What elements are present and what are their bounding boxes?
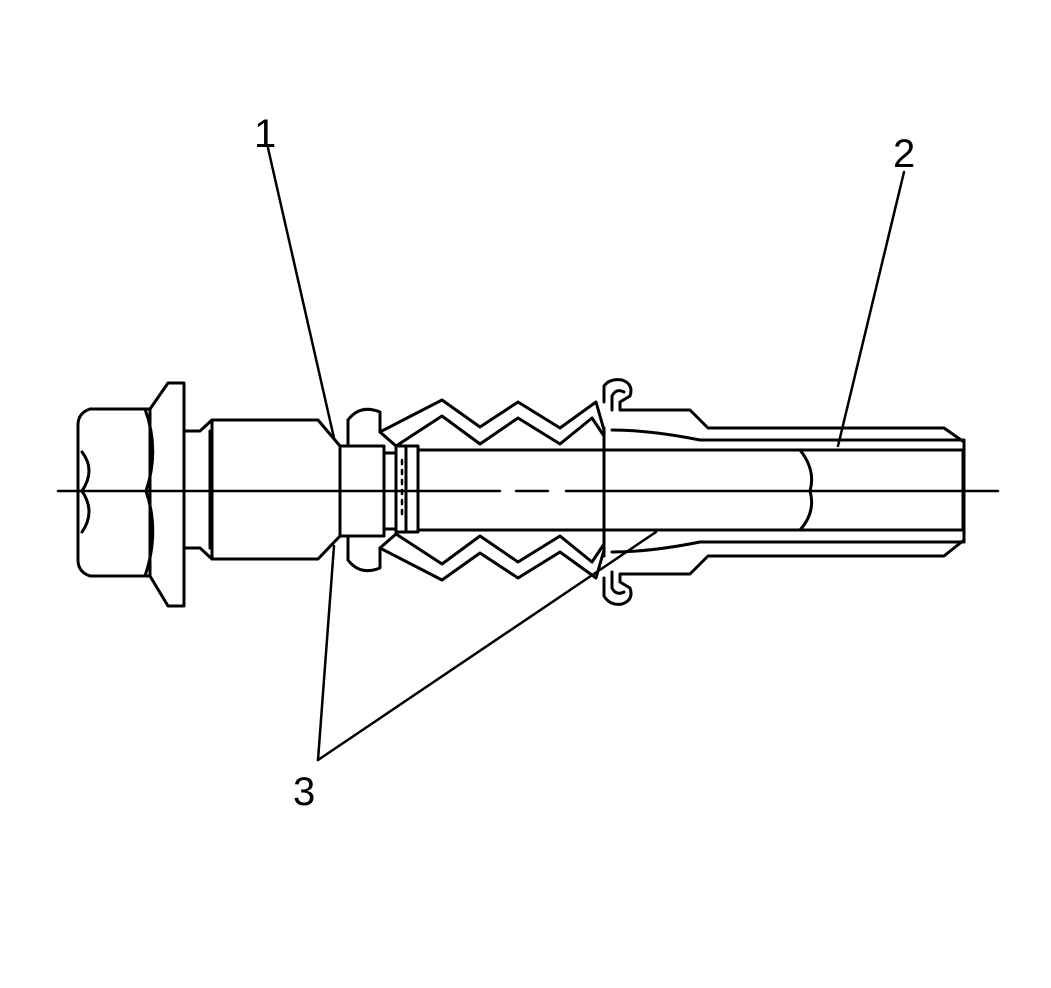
leader-lines <box>266 146 906 762</box>
bolt-shank <box>182 418 342 561</box>
leader-2 <box>836 170 906 448</box>
leader-3b <box>316 530 658 762</box>
bolt-hex-head <box>76 407 155 578</box>
boot-seal <box>346 398 606 582</box>
bolt-flange <box>148 381 186 608</box>
guide-pin <box>394 444 965 534</box>
callout-3: 3 <box>293 770 315 814</box>
leader-1 <box>266 146 336 440</box>
caliper-bracket <box>602 378 966 606</box>
leader-3a <box>316 544 336 762</box>
callout-1: 1 <box>254 112 276 156</box>
callout-2: 2 <box>893 132 915 176</box>
